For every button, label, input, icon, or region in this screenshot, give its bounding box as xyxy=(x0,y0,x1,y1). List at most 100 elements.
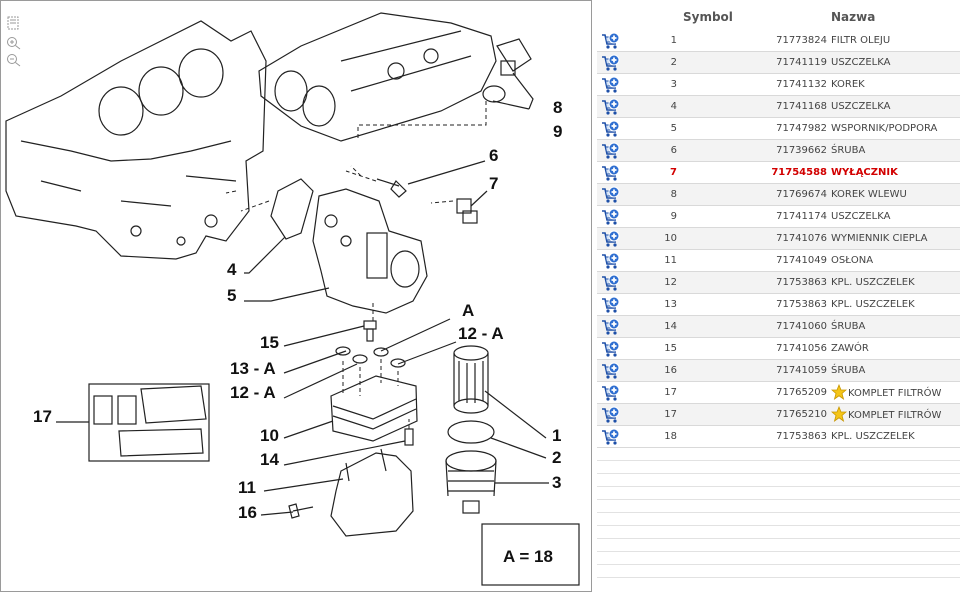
cell-name: ŚRUBA xyxy=(831,365,865,376)
cell-symbol: 7 xyxy=(670,167,677,178)
callout-8[interactable]: 8 xyxy=(553,98,562,117)
fit-to-window-icon[interactable] xyxy=(6,16,22,30)
empty-row xyxy=(597,487,960,500)
add-to-cart-icon[interactable] xyxy=(601,98,621,116)
cell-part-number: 71753863 xyxy=(776,431,827,442)
exploded-parts-diagram[interactable]: 1 2 3 4 5 6 7 8 9 10 11 12 - A 12 - A 13… xyxy=(0,0,592,592)
callout-15[interactable]: 15 xyxy=(260,333,279,352)
cell-name: KPL. USZCZELEK xyxy=(831,431,915,442)
add-to-cart-icon[interactable] xyxy=(601,208,621,226)
add-to-cart-icon[interactable] xyxy=(601,186,621,204)
cell-symbol: 15 xyxy=(664,343,677,354)
add-to-cart-icon[interactable] xyxy=(601,274,621,292)
add-to-cart-icon[interactable] xyxy=(601,230,621,248)
callout-14[interactable]: 14 xyxy=(260,450,279,469)
cell-name: KOREK WLEWU xyxy=(831,189,907,200)
zoom-out-icon[interactable] xyxy=(6,53,22,67)
cell-part-number: 71754588 xyxy=(771,167,827,178)
table-row[interactable]: 7 71754588 WYŁĄCZNIK xyxy=(597,162,960,184)
callout-a[interactable]: A xyxy=(462,301,474,320)
cell-name: ŚRUBA xyxy=(831,145,865,156)
callout-11[interactable]: 11 xyxy=(238,478,256,497)
add-to-cart-icon[interactable] xyxy=(601,120,621,138)
add-to-cart-icon[interactable] xyxy=(601,32,621,50)
add-to-cart-icon[interactable] xyxy=(601,340,621,358)
star-icon xyxy=(830,405,848,425)
callout-9[interactable]: 9 xyxy=(553,122,562,141)
column-header-name[interactable]: Nazwa xyxy=(831,10,876,24)
empty-row xyxy=(597,500,960,513)
cell-part-number: 71741119 xyxy=(776,57,827,68)
add-to-cart-icon[interactable] xyxy=(601,428,621,446)
table-empty-area xyxy=(597,448,960,578)
part-name-text: KPL. USZCZELEK xyxy=(831,431,915,442)
add-to-cart-icon[interactable] xyxy=(601,76,621,94)
callout-2[interactable]: 2 xyxy=(552,448,561,467)
oil-filter-drawing xyxy=(453,345,489,414)
part-name-text: ZAWÓR xyxy=(831,343,869,354)
column-header-symbol[interactable]: Symbol xyxy=(683,10,733,24)
cell-part-number: 71741059 xyxy=(776,365,827,376)
part-name-text: KPL. USZCZELEK xyxy=(831,299,915,310)
callout-17[interactable]: 17 xyxy=(33,407,52,426)
cell-symbol: 5 xyxy=(670,123,677,134)
zoom-in-icon[interactable] xyxy=(6,36,22,50)
cell-name: KOREK xyxy=(831,79,865,90)
cell-symbol: 1 xyxy=(670,35,677,46)
cell-symbol: 17 xyxy=(664,409,677,420)
callout-12-a-right[interactable]: 12 - A xyxy=(458,324,504,343)
add-to-cart-icon[interactable] xyxy=(601,318,621,336)
table-row[interactable]: 16 71741059 ŚRUBA xyxy=(597,360,960,382)
callout-10[interactable]: 10 xyxy=(260,426,279,445)
cell-part-number: 71747982 xyxy=(776,123,827,134)
callout-3[interactable]: 3 xyxy=(552,473,561,492)
cell-symbol: 16 xyxy=(664,365,677,376)
callout-1[interactable]: 1 xyxy=(552,426,561,445)
cell-name: FILTR OLEJU xyxy=(831,35,890,46)
part-name-text: KOREK xyxy=(831,79,865,90)
diagram-drawing: 1 2 3 4 5 6 7 8 9 10 11 12 - A 12 - A 13… xyxy=(5,12,580,586)
cell-name: ZAWÓR xyxy=(831,343,869,354)
add-to-cart-icon[interactable] xyxy=(601,296,621,314)
callout-4[interactable]: 4 xyxy=(227,260,237,279)
cell-part-number: 71739662 xyxy=(776,145,827,156)
engine-block-drawing xyxy=(5,20,267,260)
add-to-cart-icon[interactable] xyxy=(601,252,621,270)
table-row[interactable]: 5 71747982 WSPORNIK/PODPORA xyxy=(597,118,960,140)
cell-symbol: 11 xyxy=(664,255,677,266)
add-to-cart-icon[interactable] xyxy=(601,406,621,424)
callout-7[interactable]: 7 xyxy=(489,174,498,193)
add-to-cart-icon[interactable] xyxy=(601,142,621,160)
cell-name: WSPORNIK/PODPORA xyxy=(831,123,937,134)
add-to-cart-icon[interactable] xyxy=(601,384,621,402)
add-to-cart-icon[interactable] xyxy=(601,164,621,182)
cell-name: KPL. USZCZELEK xyxy=(831,299,915,310)
add-to-cart-icon[interactable] xyxy=(601,54,621,72)
callout-12-a-left[interactable]: 12 - A xyxy=(230,383,276,402)
callout-16[interactable]: 16 xyxy=(238,503,257,522)
callout-5[interactable]: 5 xyxy=(227,286,236,305)
cell-part-number: 71741168 xyxy=(776,101,827,112)
add-to-cart-icon[interactable] xyxy=(601,362,621,380)
part-name-text: WYMIENNIK CIEPLA xyxy=(831,233,928,244)
callout-6[interactable]: 6 xyxy=(489,146,498,165)
part-name-text: WYŁĄCZNIK xyxy=(831,167,898,178)
callout-13-a[interactable]: 13 - A xyxy=(230,359,276,378)
cell-name: USZCZELKA xyxy=(831,57,890,68)
